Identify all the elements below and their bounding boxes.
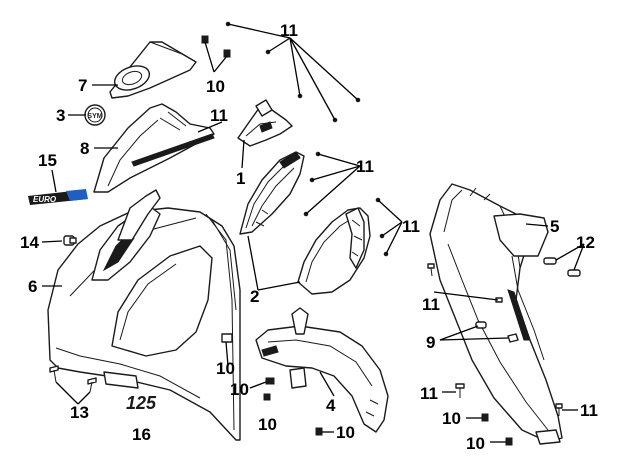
part-15-decal: EURO bbox=[28, 189, 88, 205]
part-2-right-lens bbox=[297, 207, 371, 295]
label-11: 11 bbox=[420, 384, 438, 403]
label-13: 13 bbox=[70, 403, 89, 422]
logo-16-text: 125 bbox=[126, 393, 157, 413]
label-12: 12 bbox=[576, 233, 595, 252]
part-9-clips bbox=[475, 321, 519, 343]
part-11-screws bbox=[225, 21, 563, 416]
label-10: 10 bbox=[336, 423, 355, 442]
label-15: 15 bbox=[38, 151, 57, 170]
label-10: 10 bbox=[442, 409, 461, 428]
label-11: 11 bbox=[210, 106, 228, 125]
label-6: 6 bbox=[28, 277, 37, 296]
label-10: 10 bbox=[216, 359, 235, 378]
label-10: 10 bbox=[258, 415, 277, 434]
part-5-side-cover bbox=[429, 183, 563, 445]
part-1-center-trim bbox=[237, 99, 293, 147]
part-8-inner-panel bbox=[93, 103, 215, 193]
label-3: 3 bbox=[56, 106, 65, 125]
label-2: 2 bbox=[250, 287, 259, 306]
label-11: 11 bbox=[422, 295, 440, 314]
part-6-front-cover bbox=[47, 189, 241, 441]
label-11: 11 bbox=[402, 217, 420, 236]
part-7-top-visor bbox=[109, 41, 197, 99]
label-11: 11 bbox=[580, 401, 598, 420]
part-12-bolts bbox=[543, 257, 581, 277]
part-2-left-lens bbox=[239, 151, 305, 235]
label-10: 10 bbox=[466, 434, 485, 453]
label-11: 11 bbox=[356, 157, 374, 176]
part-4-lower-panel bbox=[255, 307, 389, 433]
part-14-grommet bbox=[63, 235, 77, 246]
part-13-screws bbox=[49, 365, 97, 393]
callout-labels: 11 10 7 3 11 8 1 15 11 11 5 12 14 6 2 11… bbox=[20, 21, 598, 453]
part-3-emblem: SYM bbox=[84, 104, 106, 126]
label-11: 11 bbox=[280, 21, 298, 40]
label-10: 10 bbox=[230, 380, 249, 399]
leader-lines bbox=[41, 23, 585, 443]
label-5: 5 bbox=[550, 217, 559, 236]
label-4: 4 bbox=[326, 396, 336, 415]
label-14: 14 bbox=[20, 233, 39, 252]
label-7: 7 bbox=[78, 76, 87, 95]
label-1: 1 bbox=[236, 169, 245, 188]
label-8: 8 bbox=[80, 139, 89, 158]
emblem-text: SYM bbox=[87, 113, 102, 120]
decal-15-text: EURO bbox=[33, 195, 57, 204]
part-16-logo-125: 125 bbox=[126, 393, 157, 413]
label-9: 9 bbox=[426, 333, 435, 352]
label-16: 16 bbox=[132, 425, 151, 444]
label-10: 10 bbox=[206, 77, 225, 96]
